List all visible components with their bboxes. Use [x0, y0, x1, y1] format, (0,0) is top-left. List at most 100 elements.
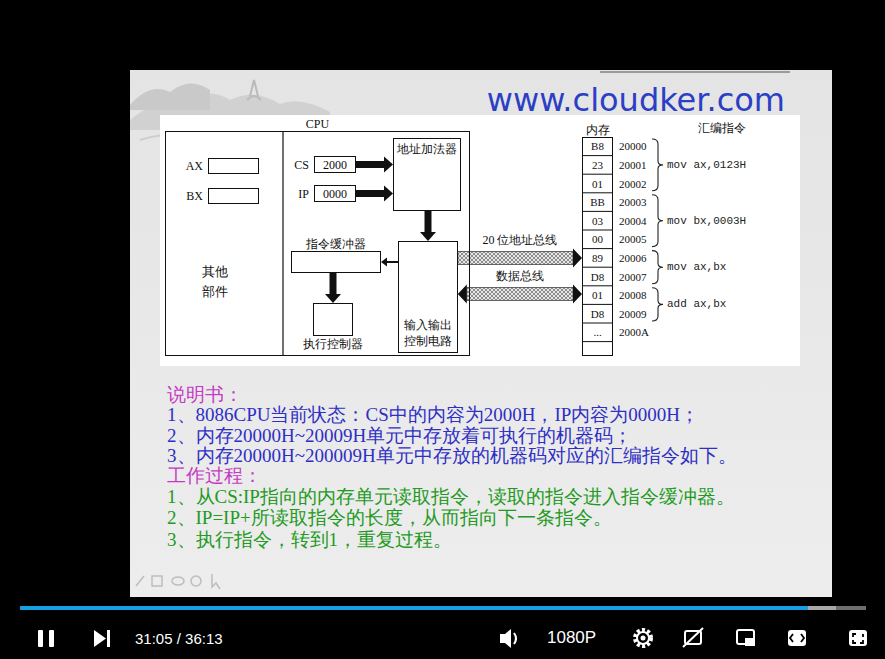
description-line: 1、8086CPU当前状态：CS中的内容为2000H，IP内容为0000H； — [167, 405, 699, 425]
arrow-head — [420, 232, 436, 241]
component-name: 执行控制器 — [303, 337, 363, 351]
memory-address: 20008 — [619, 289, 647, 301]
settings-icon — [635, 630, 651, 646]
progress-played — [20, 606, 808, 610]
memory-address: 20001 — [619, 159, 647, 171]
register-box: AX — [208, 158, 259, 174]
watermark-url: www.cloudker.com — [487, 81, 785, 119]
register-name: BX — [186, 189, 209, 203]
adder-box: 地址加法器 — [393, 138, 461, 211]
assembly-instruction: mov ax,bx — [667, 261, 726, 273]
widescreen-icon — [788, 630, 806, 646]
assembly-instruction: mov bx,0003H — [667, 215, 746, 227]
memory-address: 2000A — [619, 326, 649, 338]
arrow-shaft — [425, 211, 432, 232]
register-box: IP0000 — [314, 185, 356, 202]
memory-cell: 01 — [592, 178, 603, 190]
bus-band — [467, 288, 573, 301]
component-name: 输入输出 控制电路 — [402, 317, 454, 349]
arrow-shaft — [387, 261, 398, 263]
next-icon — [94, 630, 110, 647]
cpu-title: CPU — [306, 117, 329, 131]
time-display: 31:05 / 36:13 — [135, 630, 223, 647]
arrow-shaft — [356, 161, 384, 168]
fullscreen-icon — [849, 630, 867, 646]
component-name: 指令缓冲器 — [306, 237, 366, 251]
arrow-head — [381, 258, 387, 267]
bus-label: 20 位地址总线 — [480, 232, 559, 249]
memory-cell: 23 — [592, 159, 603, 171]
memory-address: 20006 — [619, 252, 647, 264]
memory-title: 内存 — [586, 123, 610, 137]
memory-address: 20002 — [619, 178, 647, 190]
brace — [652, 139, 663, 321]
buffer-box: 指令缓冲器 — [291, 251, 381, 273]
quality-label: 1080P — [547, 628, 596, 648]
section-heading: 说明书： — [167, 385, 243, 405]
arrow-head — [325, 294, 341, 303]
description-line: 2、IP=IP+所读取指令的长度，从而指向下一条指令。 — [167, 508, 612, 528]
bus-label: 数据总线 — [494, 268, 546, 285]
register-name: CS — [294, 158, 315, 172]
arrow-connector — [356, 186, 393, 202]
memory-address: 20009 — [619, 308, 647, 320]
cpu-divider — [282, 132, 283, 355]
arrow-head — [458, 285, 467, 304]
memory-address: 20003 — [619, 196, 647, 208]
description-line: 2、内存20000H~20009H单元中存放着可执行的机器码； — [167, 426, 632, 446]
register-name: IP — [298, 187, 315, 201]
controller-box: 执行控制器 — [313, 303, 353, 336]
pause-icon — [38, 630, 54, 647]
memory-cell: 89 — [592, 252, 603, 264]
assembly-instruction: add ax,bx — [667, 298, 726, 310]
register-box: BX — [208, 188, 259, 204]
register-value: 2000 — [323, 158, 347, 172]
arrow-connector — [356, 157, 393, 173]
progress-track — [20, 606, 866, 610]
description-line: 1、从CS:IP指向的内存单元读取指令，读取的指令进入指令缓冲器。 — [167, 487, 735, 507]
io-circuit-box: 输入输出 控制电路 — [398, 241, 458, 353]
memory-cell: 03 — [592, 215, 603, 227]
arrow-head — [573, 249, 582, 268]
memory-cell: B8 — [591, 140, 604, 152]
memory-address: 20000 — [619, 140, 647, 152]
memory-cell: ... — [593, 326, 601, 338]
memory-address: 20004 — [619, 215, 647, 227]
assembly-instruction: mov ax,0123H — [667, 159, 746, 171]
memory-cell-lines — [582, 156, 613, 342]
section-heading: 工作过程： — [167, 466, 262, 486]
danmaku-off-icon — [683, 628, 703, 647]
column-header: 汇编指令 — [698, 120, 746, 137]
register-value: 0000 — [323, 187, 347, 201]
memory-cell: 00 — [592, 233, 603, 245]
arrow-connector — [381, 258, 398, 267]
description-line: 3、执行指令，转到1，重复过程。 — [167, 530, 452, 550]
cpu-box: CPUAXBXCS2000IP0000地址加法器指令缓冲器执行控制器输入输出 控… — [165, 131, 470, 356]
pip-icon — [737, 630, 754, 645]
memory-cell: 01 — [592, 289, 603, 301]
arrow-head — [384, 186, 393, 202]
arrow-connector — [420, 211, 436, 241]
memory-address: 20007 — [619, 271, 647, 283]
memory-cell: D8 — [591, 308, 604, 320]
part-label: 其他 部件 — [201, 262, 230, 302]
register-box: CS2000 — [314, 156, 356, 173]
bus-connector — [458, 249, 582, 268]
description-line: 3、内存20000H~200009H单元中存放的机器码对应的汇编指令如下。 — [167, 446, 737, 466]
memory-cell: D8 — [591, 271, 604, 283]
progress-buffer — [808, 606, 836, 610]
arrow-head — [384, 157, 393, 173]
slide-frame-edge — [600, 71, 790, 73]
volume-icon — [500, 629, 516, 648]
arrow-connector — [325, 273, 341, 303]
diagram-panel — [160, 115, 800, 366]
memory-address: 20005 — [619, 233, 647, 245]
arrow-shaft — [330, 273, 337, 294]
bus-band — [458, 252, 573, 265]
component-name: 地址加法器 — [397, 142, 457, 156]
slide-toolbar — [136, 574, 220, 589]
memory-cell: BB — [590, 196, 605, 208]
slide — [130, 70, 832, 597]
